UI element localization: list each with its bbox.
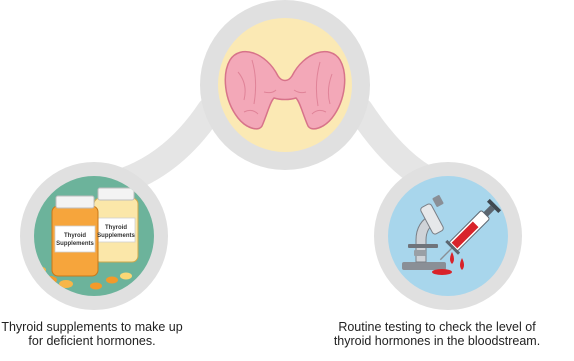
back-bottle-label-line2: Supplements (97, 233, 135, 239)
caption-supplements-line2: for deficient hormones. (28, 334, 156, 348)
blood-drop-1 (450, 252, 454, 264)
caption-supplements: Thyroid supplements to make up for defic… (0, 320, 224, 348)
node-testing (374, 162, 522, 310)
microscope-icon (402, 195, 446, 270)
microscope-syringe-icon (402, 195, 502, 275)
blood-pool (432, 269, 452, 275)
caption-testing-line2: thyroid hormones in the bloodstream. (333, 334, 541, 348)
back-bottle-label-line1: Thyroid (105, 225, 127, 231)
caption-testing: Routine testing to check the level of th… (305, 320, 569, 348)
caption-supplements-line1: Thyroid supplements to make up (1, 320, 183, 334)
front-bottle-label-line1: Thyroid (64, 233, 86, 239)
node-supplements: Thyroid Supplements Thyroid Supplements (20, 162, 168, 310)
syringe-icon (439, 198, 502, 261)
thyroid-gland-icon (224, 50, 346, 130)
front-bottle-label-line2: Supplements (56, 241, 94, 247)
caption-testing-line1: Routine testing to check the level of (338, 320, 536, 334)
blood-drop-2 (460, 258, 464, 270)
supplement-bottles-icon (34, 187, 139, 290)
node-thyroid (200, 0, 370, 170)
